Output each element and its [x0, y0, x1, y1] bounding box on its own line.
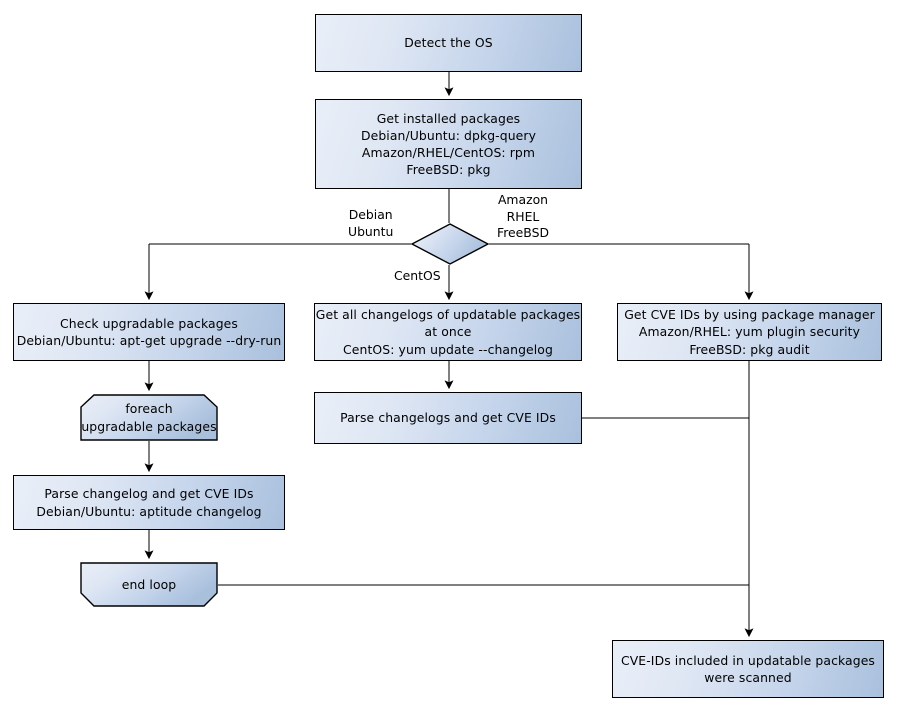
node-parse-changelog-get-cve-ids: Parse changelog and get CVE IDs Debian/U…	[13, 475, 285, 530]
node-check-upgradable-packages-label: Check upgradable packages Debian/Ubuntu:…	[16, 315, 282, 348]
node-get-cve-ids-package-manager: Get CVE IDs by using package manager Ama…	[617, 303, 882, 361]
node-check-upgradable-packages: Check upgradable packages Debian/Ubuntu:…	[13, 303, 285, 361]
node-get-installed-packages-label: Get installed packages Debian/Ubuntu: dp…	[360, 110, 537, 178]
node-os-decision	[411, 223, 489, 265]
edge-label-centos: CentOS	[394, 268, 441, 283]
node-parse-changelogs-get-cve-ids-label: Parse changelogs and get CVE IDs	[340, 410, 556, 426]
node-foreach-upgradable-packages: foreach upgradable packages	[80, 394, 218, 441]
node-detect-os-label: Detect the OS	[404, 35, 493, 51]
node-get-installed-packages: Get installed packages Debian/Ubuntu: dp…	[315, 99, 582, 189]
edge-label-amazon-rhel-freebsd: Amazon RHEL FreeBSD	[497, 192, 549, 240]
node-parse-changelog-get-cve-ids-label: Parse changelog and get CVE IDs Debian/U…	[36, 486, 262, 519]
loop-start-shape-icon	[80, 394, 218, 441]
node-get-all-changelogs-label: Get all changelogs of updatable packages…	[315, 307, 581, 357]
loop-end-shape-icon	[80, 562, 218, 607]
node-parse-changelogs-get-cve-ids: Parse changelogs and get CVE IDs	[314, 392, 582, 444]
node-foreach-upgradable-packages-label: foreach upgradable packages	[81, 401, 217, 434]
node-get-cve-ids-package-manager-label: Get CVE IDs by using package manager Ama…	[624, 307, 875, 357]
edge-label-debian-ubuntu: Debian Ubuntu	[348, 207, 394, 239]
decision-diamond-icon	[411, 223, 489, 265]
node-end-loop: end loop	[80, 562, 218, 607]
node-get-all-changelogs: Get all changelogs of updatable packages…	[314, 303, 582, 361]
node-cve-ids-scanned: CVE-IDs included in updatable packages w…	[612, 640, 884, 698]
node-end-loop-label: end loop	[121, 576, 177, 592]
node-cve-ids-scanned-label: CVE-IDs included in updatable packages w…	[620, 652, 875, 685]
node-detect-os: Detect the OS	[315, 14, 582, 72]
